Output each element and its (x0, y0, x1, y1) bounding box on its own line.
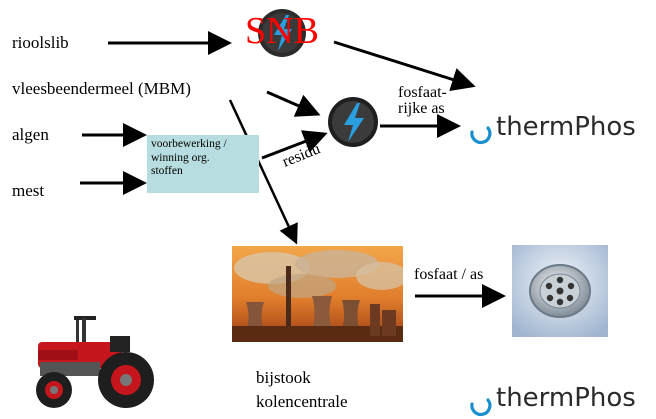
pretreatment-line-1: voorbewerking / (151, 138, 227, 150)
arrow-snb-thermphos (333, 40, 476, 92)
thermphos-logo-top: thermPhos (496, 112, 636, 142)
pretreatment-line-3: stoffen (151, 165, 183, 177)
label-mbm: vleesbeendermeel (MBM) (12, 79, 191, 98)
power-plant-image (232, 246, 403, 342)
label-bijstook: bijstook (256, 368, 311, 387)
snb-logo: SNB (240, 5, 324, 57)
label-kolencentrale: kolencentrale (256, 392, 348, 411)
arrow-mbm-plant (228, 99, 298, 245)
label-rioolslib: rioolslib (12, 33, 69, 52)
pretreatment-line-2: winning org. (151, 151, 210, 164)
bolt-icon (328, 97, 378, 147)
thermphos-logo-bottom: thermPhos (496, 383, 636, 413)
snb-logo-icon (258, 9, 306, 57)
label-fosfaat-rijke-as-1: fosfaat- (398, 84, 447, 101)
label-algen: algen (12, 125, 49, 144)
drain-image (512, 245, 608, 337)
arrow-mbm-process (266, 90, 321, 117)
tractor-image (36, 316, 154, 408)
label-fosfaat-as: fosfaat / as (414, 266, 484, 283)
thermphos-logo-icon (470, 126, 492, 145)
label-fosfaat-rijke-as-2: rijke as (398, 100, 445, 117)
pretreatment-box: voorbewerking / winning org. stoffen (147, 135, 259, 193)
thermphos-logo-icon (470, 398, 492, 417)
snb-label: SNB (245, 10, 319, 52)
label-mest: mest (12, 181, 45, 200)
arrow-residu-process (261, 130, 328, 160)
